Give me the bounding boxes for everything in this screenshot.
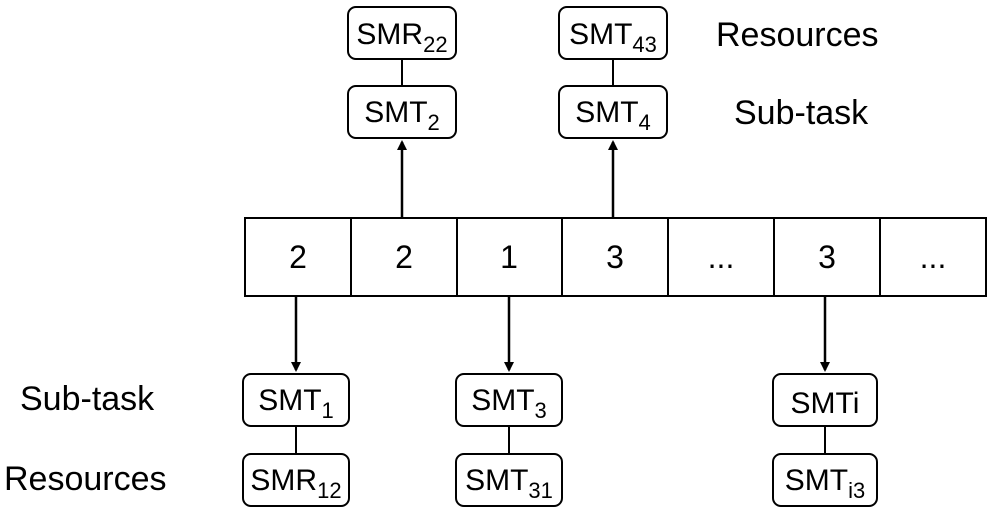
task-array: 2 2 1 3 ... 3 ... (244, 217, 987, 297)
array-cell: 2 (289, 239, 307, 275)
resource-node (772, 453, 878, 507)
array-cell: 2 (395, 239, 413, 275)
top-node-group-sub-task-4: SMT43 SMT4 (558, 6, 668, 218)
array-cell: 3 (606, 239, 624, 275)
bottom-node-group-sub-task-1: SMT1 SMR12 (242, 296, 350, 507)
bottom-resources-label: Resources (4, 460, 167, 498)
bottom-subtask-label: Sub-task (20, 380, 155, 418)
top-resources-label: Resources (716, 16, 879, 54)
task-array-frame (244, 217, 987, 297)
top-node-group-sub-task-2: SMR22 SMT2 (347, 6, 457, 218)
resource-node-label: SMR22 (356, 18, 447, 57)
subtask-node-label: SMT3 (471, 384, 547, 423)
subtask-node-label: SMT4 (575, 96, 651, 135)
bottom-node-group-sub-task-i: SMTi SMTi3 (772, 296, 878, 507)
resource-node-label: SMT43 (569, 18, 657, 57)
array-cell: ... (708, 239, 735, 275)
array-cell: 3 (818, 239, 836, 275)
resource-node (242, 453, 350, 507)
resource-node (455, 453, 563, 507)
subtask-node-label: SMT2 (364, 96, 440, 135)
subtask-node (558, 85, 668, 139)
top-subtask-label: Sub-task (734, 94, 869, 132)
subtask-node-label: SMT1 (258, 384, 334, 423)
subtask-node (347, 85, 457, 139)
subtask-node-label: SMTi (791, 387, 860, 420)
array-cell: 1 (500, 239, 518, 275)
resource-node-label: SMTi3 (785, 464, 865, 503)
array-cell: ... (920, 239, 947, 275)
resource-node-label: SMT31 (465, 464, 553, 503)
bottom-node-group-sub-task-3: SMT3 SMT31 (455, 296, 563, 507)
resource-node-label: SMR12 (250, 464, 341, 503)
